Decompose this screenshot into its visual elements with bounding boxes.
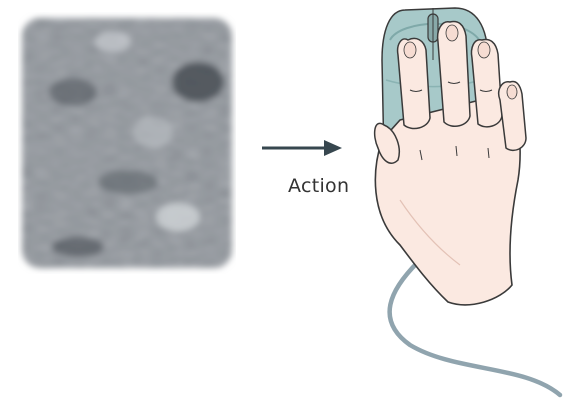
action-arrow [258, 133, 348, 157]
action-label: Action [288, 175, 349, 197]
hand-palm [375, 100, 520, 305]
noisy-observation-image [18, 12, 236, 274]
hand-on-mouse-icon [360, 0, 571, 400]
